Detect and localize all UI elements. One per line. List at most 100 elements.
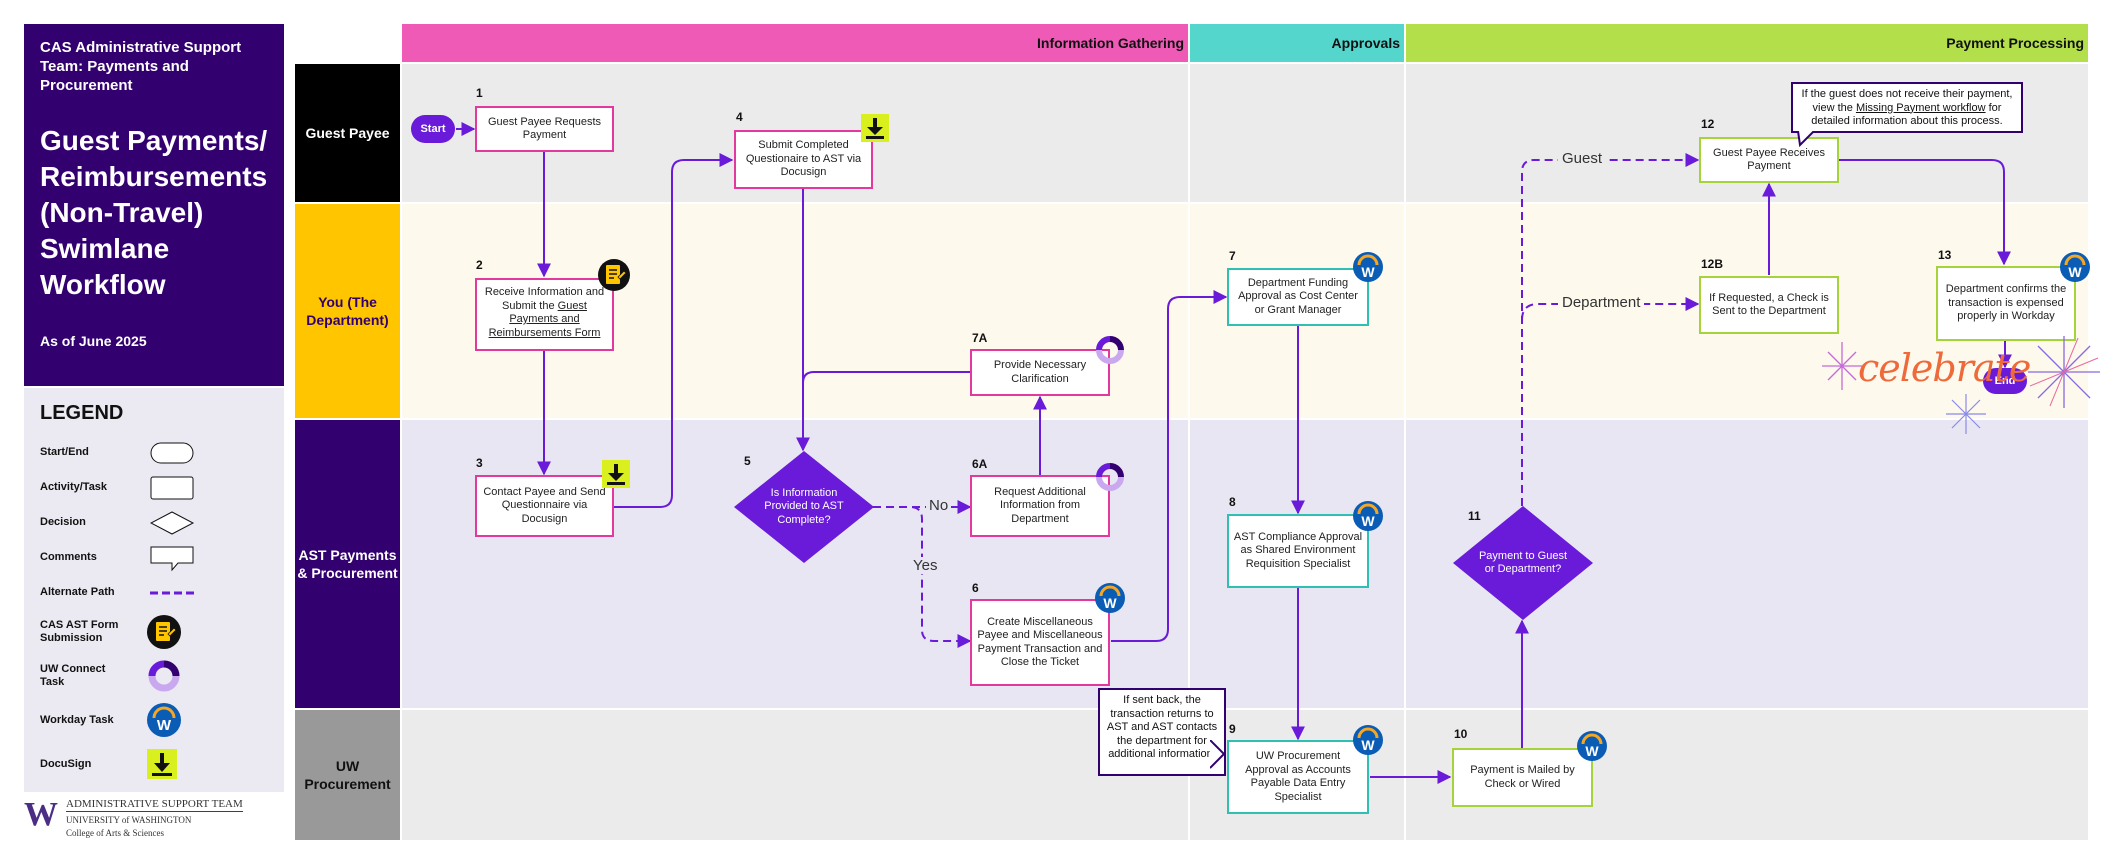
legend-panel: LEGEND Start/End Activity/Task Decision … [24,388,284,792]
step-number: 7 [1229,249,1236,263]
as-of-date: As of June 2025 [40,333,147,349]
step-4-node: Submit Completed Questionaire to AST via… [734,130,873,189]
edge-label-department: Department [1558,294,1645,311]
title-panel: CAS Administrative Support Team: Payment… [24,24,284,386]
step-number: 7A [972,331,988,345]
legend-label: CAS AST Form Submission [40,619,119,644]
workday-icon: W [147,703,181,737]
uw-w-logo-icon: W [24,796,58,833]
step-6-node: Create Miscellaneous Payee and Miscellan… [970,599,1110,686]
legend-workday: Workday Task W [40,698,268,742]
phase-payment-processing: Payment Processing [1406,24,2088,62]
edge-6-7 [1111,290,1228,642]
missing-payment-text-end: for detailed information about this proc… [1811,101,2003,128]
decision-11-diamond [1453,506,1593,620]
docusign-icon [147,749,177,779]
start-node: Start [411,115,455,143]
legend-label: DocuSign [40,757,92,770]
uw-connect-icon [148,660,180,692]
lane-label-uw-procurement: UW Procurement [295,710,400,840]
end-node: End [1983,368,2027,394]
lane-label-guest-payee: Guest Payee [295,64,400,202]
step-12-node: Guest Payee Receives Payment [1699,137,1839,183]
lane-label-department: You (The Department) [295,204,400,418]
legend-label: Start/End [40,446,89,458]
step-1-node: Guest Payee Requests Payment [475,106,614,152]
edge-12-13 [1839,159,2011,266]
form-submission-icon [598,259,630,291]
step-12b-node: If Requested, a Check is Sent to the Dep… [1699,276,1839,334]
legend-start-end: Start/End [40,435,268,470]
callout-pointer-icon [1797,131,1815,147]
dashed-line-icon [150,591,196,594]
missing-payment-workflow-link[interactable]: Missing Payment workflow [1855,101,1986,114]
edge-11-12-guest [1521,153,1700,506]
missing-payment-callout: If the guest does not receive their paym… [1791,82,2023,133]
step-number: 6 [972,581,979,595]
step-number: 1 [476,86,483,100]
step-2-node: Receive Information and Submit the Guest… [475,278,614,351]
step-13-node: Department confirms the transaction is e… [1936,266,2076,341]
legend-comments: Comments [40,540,268,575]
step-3-node: Contact Payee and Send Questionnaire via… [475,475,614,537]
sent-back-callout: If sent back, the transaction returns to… [1098,688,1226,776]
celebrate-fireworks-icon [1822,336,2100,434]
svg-text:W: W [157,717,172,734]
guest-payments-form-link[interactable]: Guest Payments and Reimbursements Form [488,299,601,339]
svg-text:W: W [1585,743,1599,759]
step-10-node: Payment is Mailed by Check or Wired [1452,748,1593,807]
step-number: 12B [1701,257,1724,271]
legend-label: Comments [40,551,97,563]
legend-activity: Activity/Task [40,470,268,505]
legend-label: Activity/Task [40,481,108,493]
legend-decision: Decision [40,505,268,540]
edge-label-no: No [926,497,952,514]
logo-line-2: UNIVERSITY of WASHINGTON [66,815,192,825]
logo-line-1: ADMINISTRATIVE SUPPORT TEAM [66,798,243,812]
lane-label-ast: AST Payments & Procurement [295,420,400,708]
step-number: 3 [476,456,483,470]
legend-cas-form: CAS AST Form Submission [40,610,268,654]
uw-logo: W ADMINISTRATIVE SUPPORT TEAM UNIVERSITY… [24,798,264,840]
workday-icon: W [1353,252,1383,282]
step-number: 12 [1701,117,1715,131]
legend-uw-connect: UW Connect Task [40,654,268,698]
svg-text:W: W [2068,264,2082,280]
step-2-text: Receive Information and Submit the [484,286,605,312]
edge-label-yes: Yes [910,557,941,574]
step-8-node: AST Compliance Approval as Shared Enviro… [1227,514,1369,588]
legend-alternate-path: Alternate Path [40,575,268,610]
step-number: 8 [1229,495,1236,509]
step-number: 9 [1229,722,1236,736]
edge-3-4 [614,153,734,508]
svg-text:W: W [1361,264,1375,280]
comment-shape-icon [150,546,194,571]
edge-7a-5 [802,371,970,400]
step-6a-node: Request Additional Information from Depa… [970,475,1110,537]
step-number: 4 [736,110,743,124]
step-number: 10 [1454,727,1468,741]
workday-icon: W [1353,501,1383,531]
workday-icon: W [1577,731,1607,761]
edge-11-12b-department [1521,297,1700,321]
phase-information-gathering: Information Gathering [402,24,1188,62]
svg-text:W: W [1361,513,1375,529]
workday-icon: W [1095,583,1125,613]
step-7-node: Department Funding Approval as Cost Cent… [1227,268,1369,326]
page-title: Guest Payments/ Reimbursements (Non-Trav… [40,125,268,300]
decision-5-diamond [734,451,874,563]
logo-line-3: College of Arts & Sciences [66,828,164,838]
start-end-shape-icon [150,442,194,463]
workday-icon: W [2060,252,2090,282]
svg-text:W: W [1361,737,1375,753]
step-9-node: UW Procurement Approval as Accounts Paya… [1227,740,1369,814]
celebrate-text: celebrate [1858,346,2031,390]
svg-text:W: W [1103,595,1117,611]
activity-shape-icon [150,476,194,499]
phase-divider [1188,64,1190,840]
legend-label: Workday Task [40,713,114,726]
step-number: 13 [1938,248,1952,262]
legend-label: UW Connect Task [40,663,106,688]
edge-5-6-yes [873,506,972,648]
